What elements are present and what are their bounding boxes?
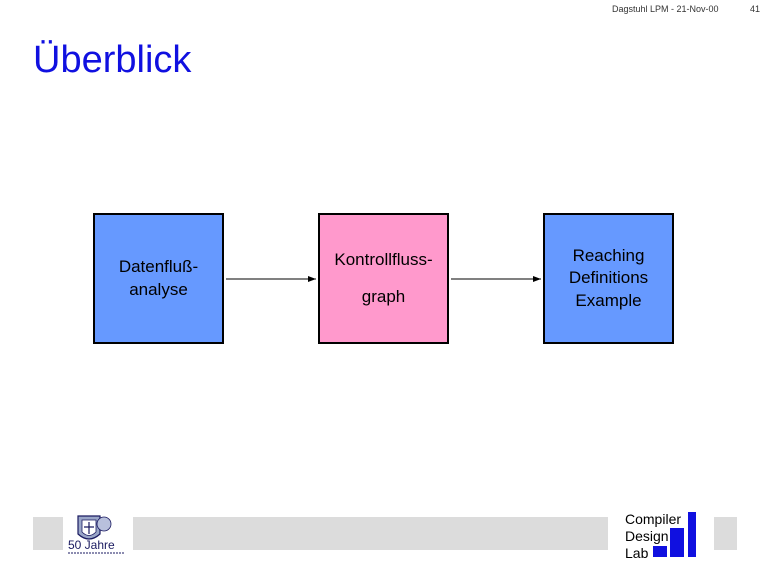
page-number: 41 [750, 4, 761, 14]
compiler-design-lab-logo: Compiler Design Lab [624, 510, 704, 562]
kontrollfluss-box-line-2: graph [361, 286, 406, 306]
footer-bar-left [33, 517, 63, 550]
slide-title: Überblick [33, 39, 192, 81]
cdl-text-compiler: Compiler [625, 511, 682, 527]
footer-bar-middle [133, 517, 608, 550]
datenfluss-box-line-2: analyse [129, 279, 188, 299]
cdl-text-lab: Lab [625, 545, 649, 561]
reaching-box-line-3: Example [575, 290, 642, 310]
reaching-box-line-2: Definitions [568, 268, 649, 288]
fifty-years-logo: 50 Jahre [64, 512, 128, 556]
cdl-text-design: Design [625, 528, 669, 544]
header-meta: Dagstuhl LPM - 21-Nov-00 [612, 4, 719, 14]
datenfluss-box: Datenfluß- analyse [93, 213, 224, 344]
footer-bar-right [714, 517, 737, 550]
reaching-definitions-box: Reaching Definitions Example [543, 213, 674, 344]
cdl-blue-square [653, 546, 667, 557]
crest-icon [77, 515, 112, 540]
cdl-blue-bar-mid [670, 528, 684, 557]
datenfluss-box-line-1: Datenfluß- [118, 257, 199, 277]
kontrollfluss-box: Kontrollfluss- graph [318, 213, 449, 344]
fifty-years-logo-text: 50 Jahre [68, 538, 115, 552]
reaching-box-line-1: Reaching [572, 246, 645, 266]
cdl-blue-bar-tall [688, 512, 696, 557]
kontrollfluss-box-line-1: Kontrollfluss- [334, 250, 433, 270]
